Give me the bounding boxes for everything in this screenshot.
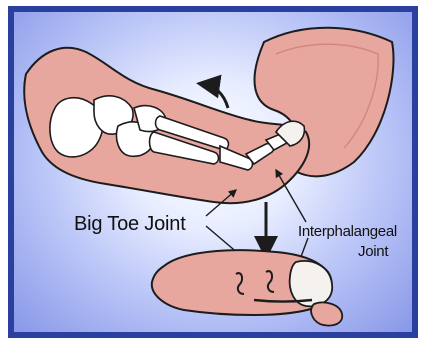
- interphalangeal-label: Interphalangeal: [298, 224, 397, 239]
- diagram-artwork: [14, 12, 412, 332]
- curved-arrow-up-left-icon: [202, 84, 228, 108]
- diagram-frame: Big Toe Joint Interphalangeal Joint: [8, 6, 418, 338]
- big-toe-joint-label: Big Toe Joint: [74, 214, 186, 234]
- toe-top-view: [152, 250, 342, 325]
- interphalangeal-joint-label: Joint: [358, 244, 388, 259]
